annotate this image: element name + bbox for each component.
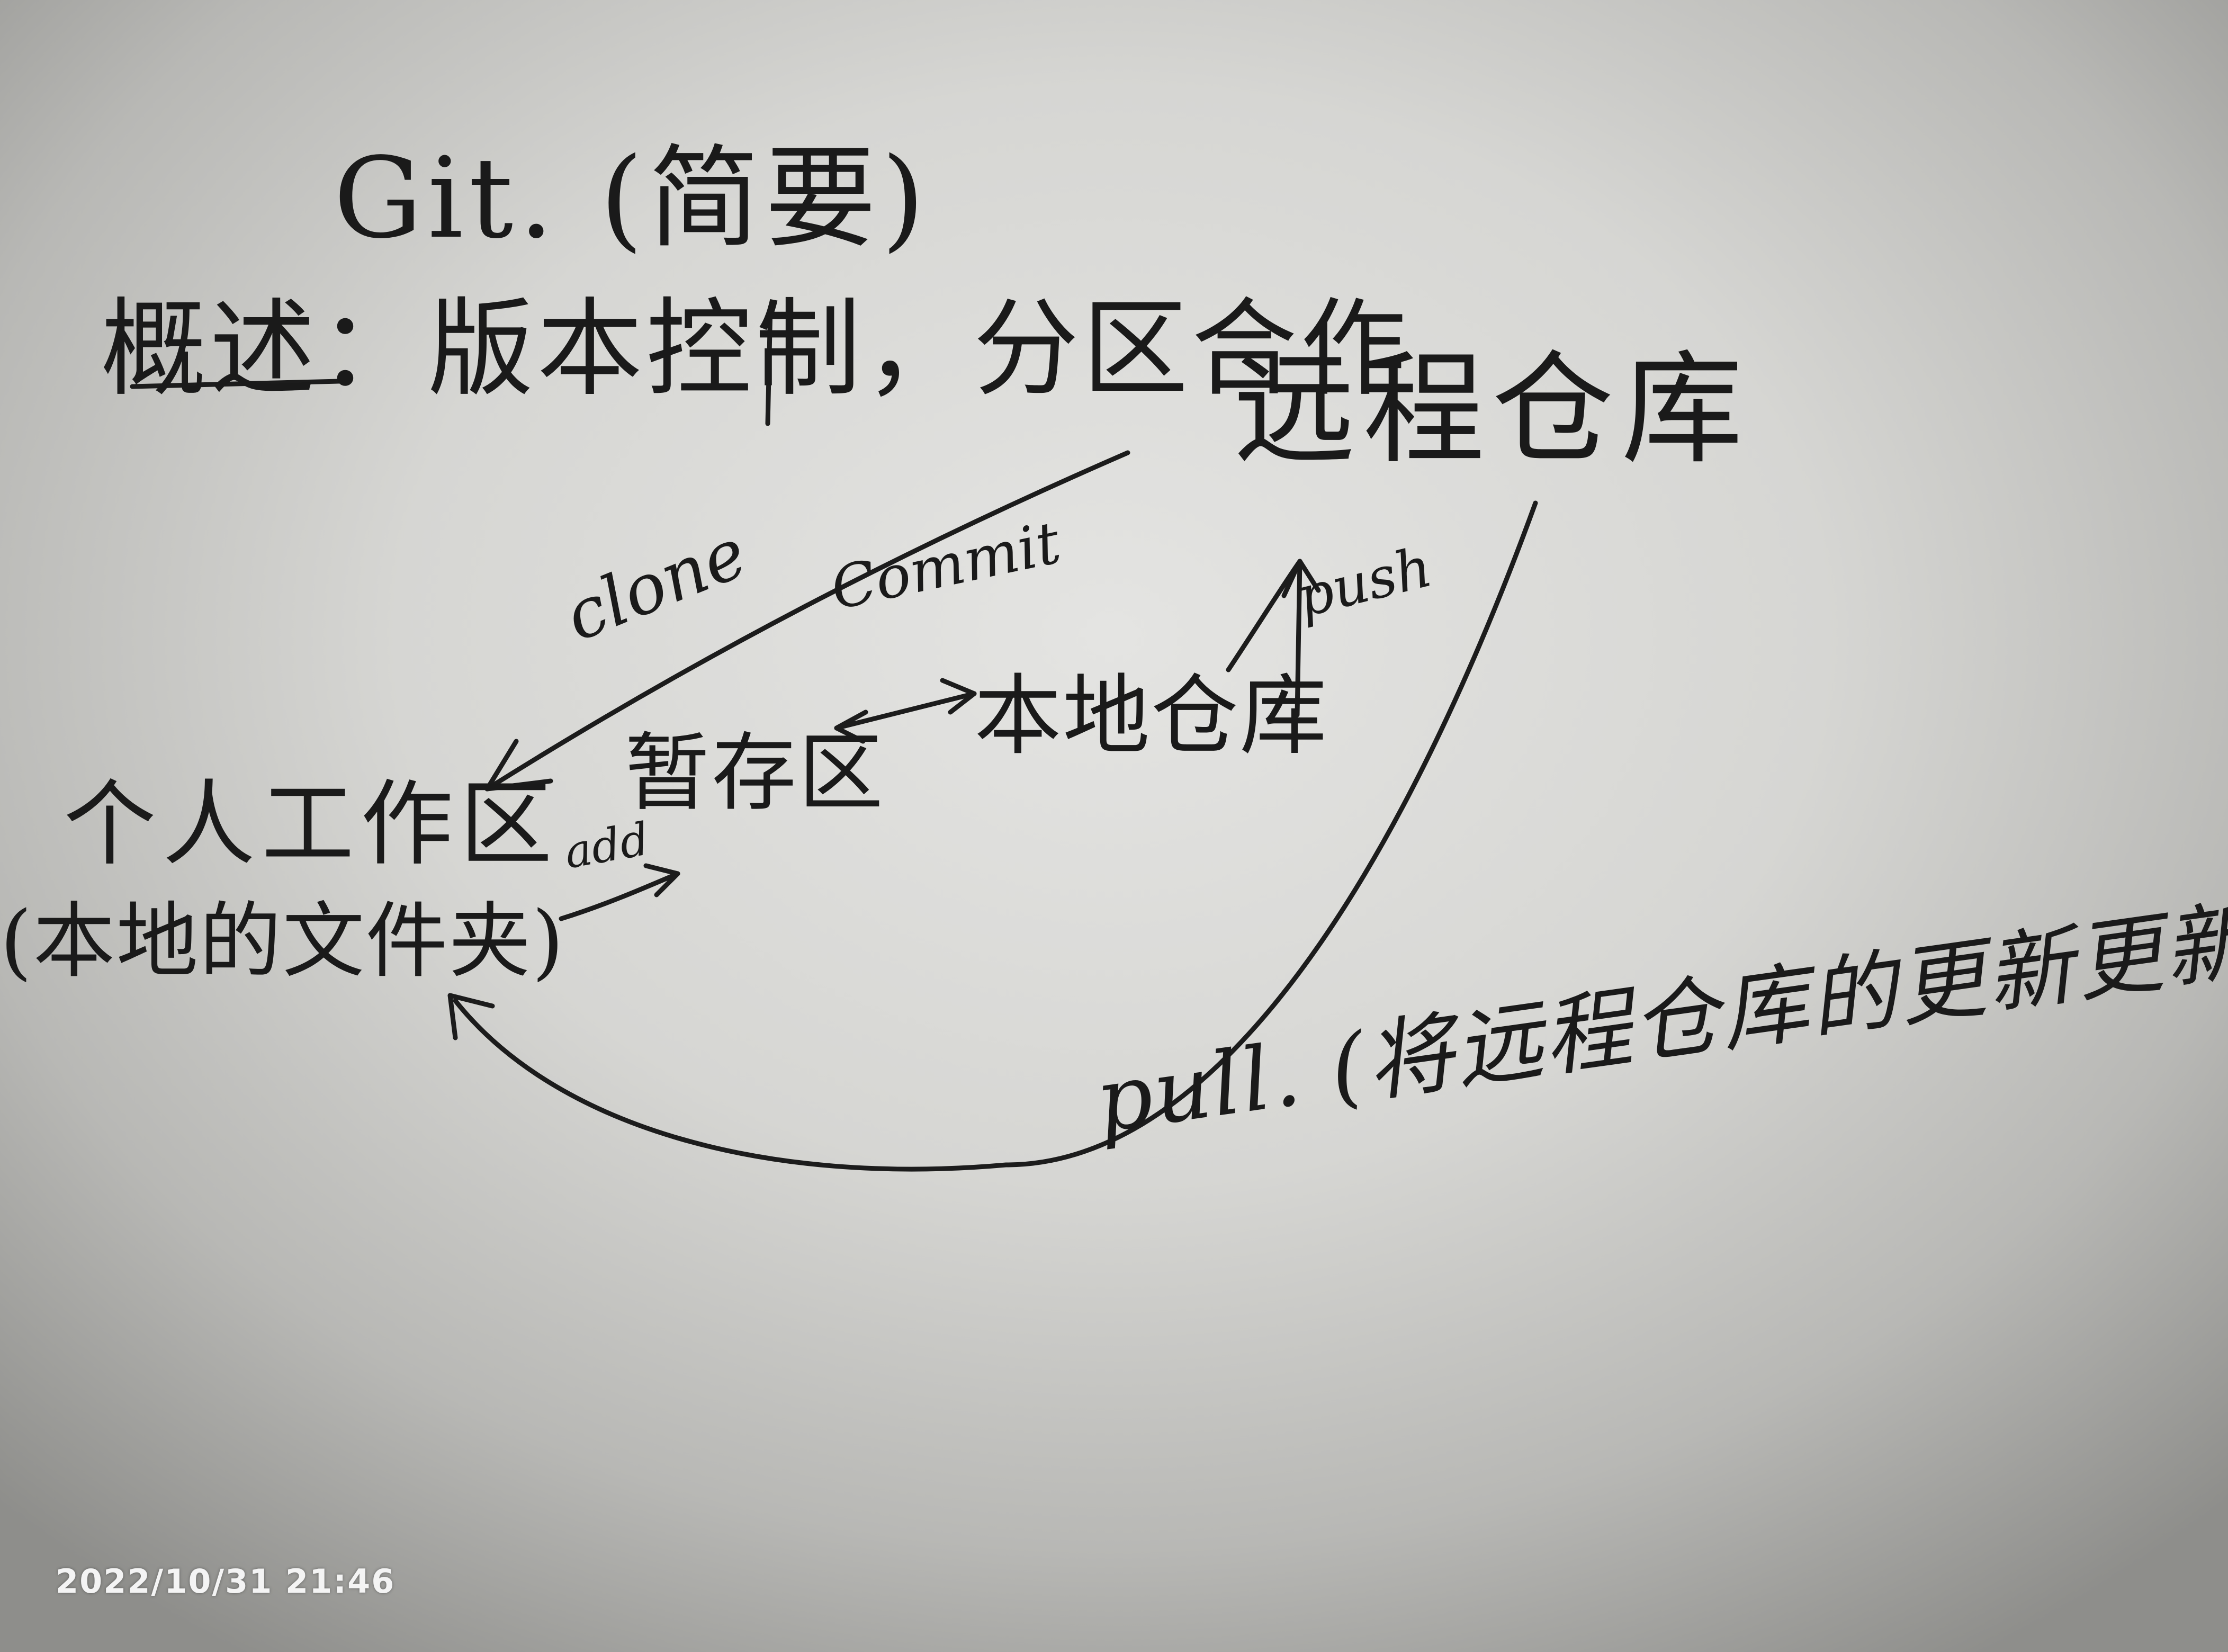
- staging-area-label: 暂存区: [625, 723, 886, 822]
- pull-arrow-head: [447, 993, 495, 1040]
- commit-arrow-head-left: [834, 710, 868, 744]
- commit-arrow-line: [834, 691, 977, 731]
- push-arrow-head: [1281, 559, 1321, 598]
- note-title: Git. (简要): [334, 133, 930, 263]
- work-zone-label: 个人工作区: [64, 771, 559, 878]
- clone-arrow-head: [484, 739, 553, 792]
- overview-line: 概述：版本控制，分区合作: [101, 288, 1410, 411]
- add-arrow-line: [559, 871, 680, 921]
- pull-arrow-line: [453, 500, 1538, 1172]
- clone-arrow-line: [484, 450, 1130, 792]
- commit-arrow-head-right: [940, 678, 977, 715]
- add-label: add: [560, 813, 653, 879]
- push-stem: [1295, 559, 1302, 717]
- zhi-stroke: [765, 304, 773, 426]
- work-folder-label: (本地的文件夹): [0, 893, 565, 989]
- add-arrow-head: [643, 863, 680, 897]
- overview-underline: [130, 379, 342, 389]
- push-arrow-line: [1226, 559, 1302, 672]
- remote-repo-label: 远程仓库: [1234, 339, 1751, 481]
- photo-timestamp: 2022/10/31 21:46: [56, 1562, 396, 1601]
- local-repo-label: 本地仓库: [974, 665, 1328, 767]
